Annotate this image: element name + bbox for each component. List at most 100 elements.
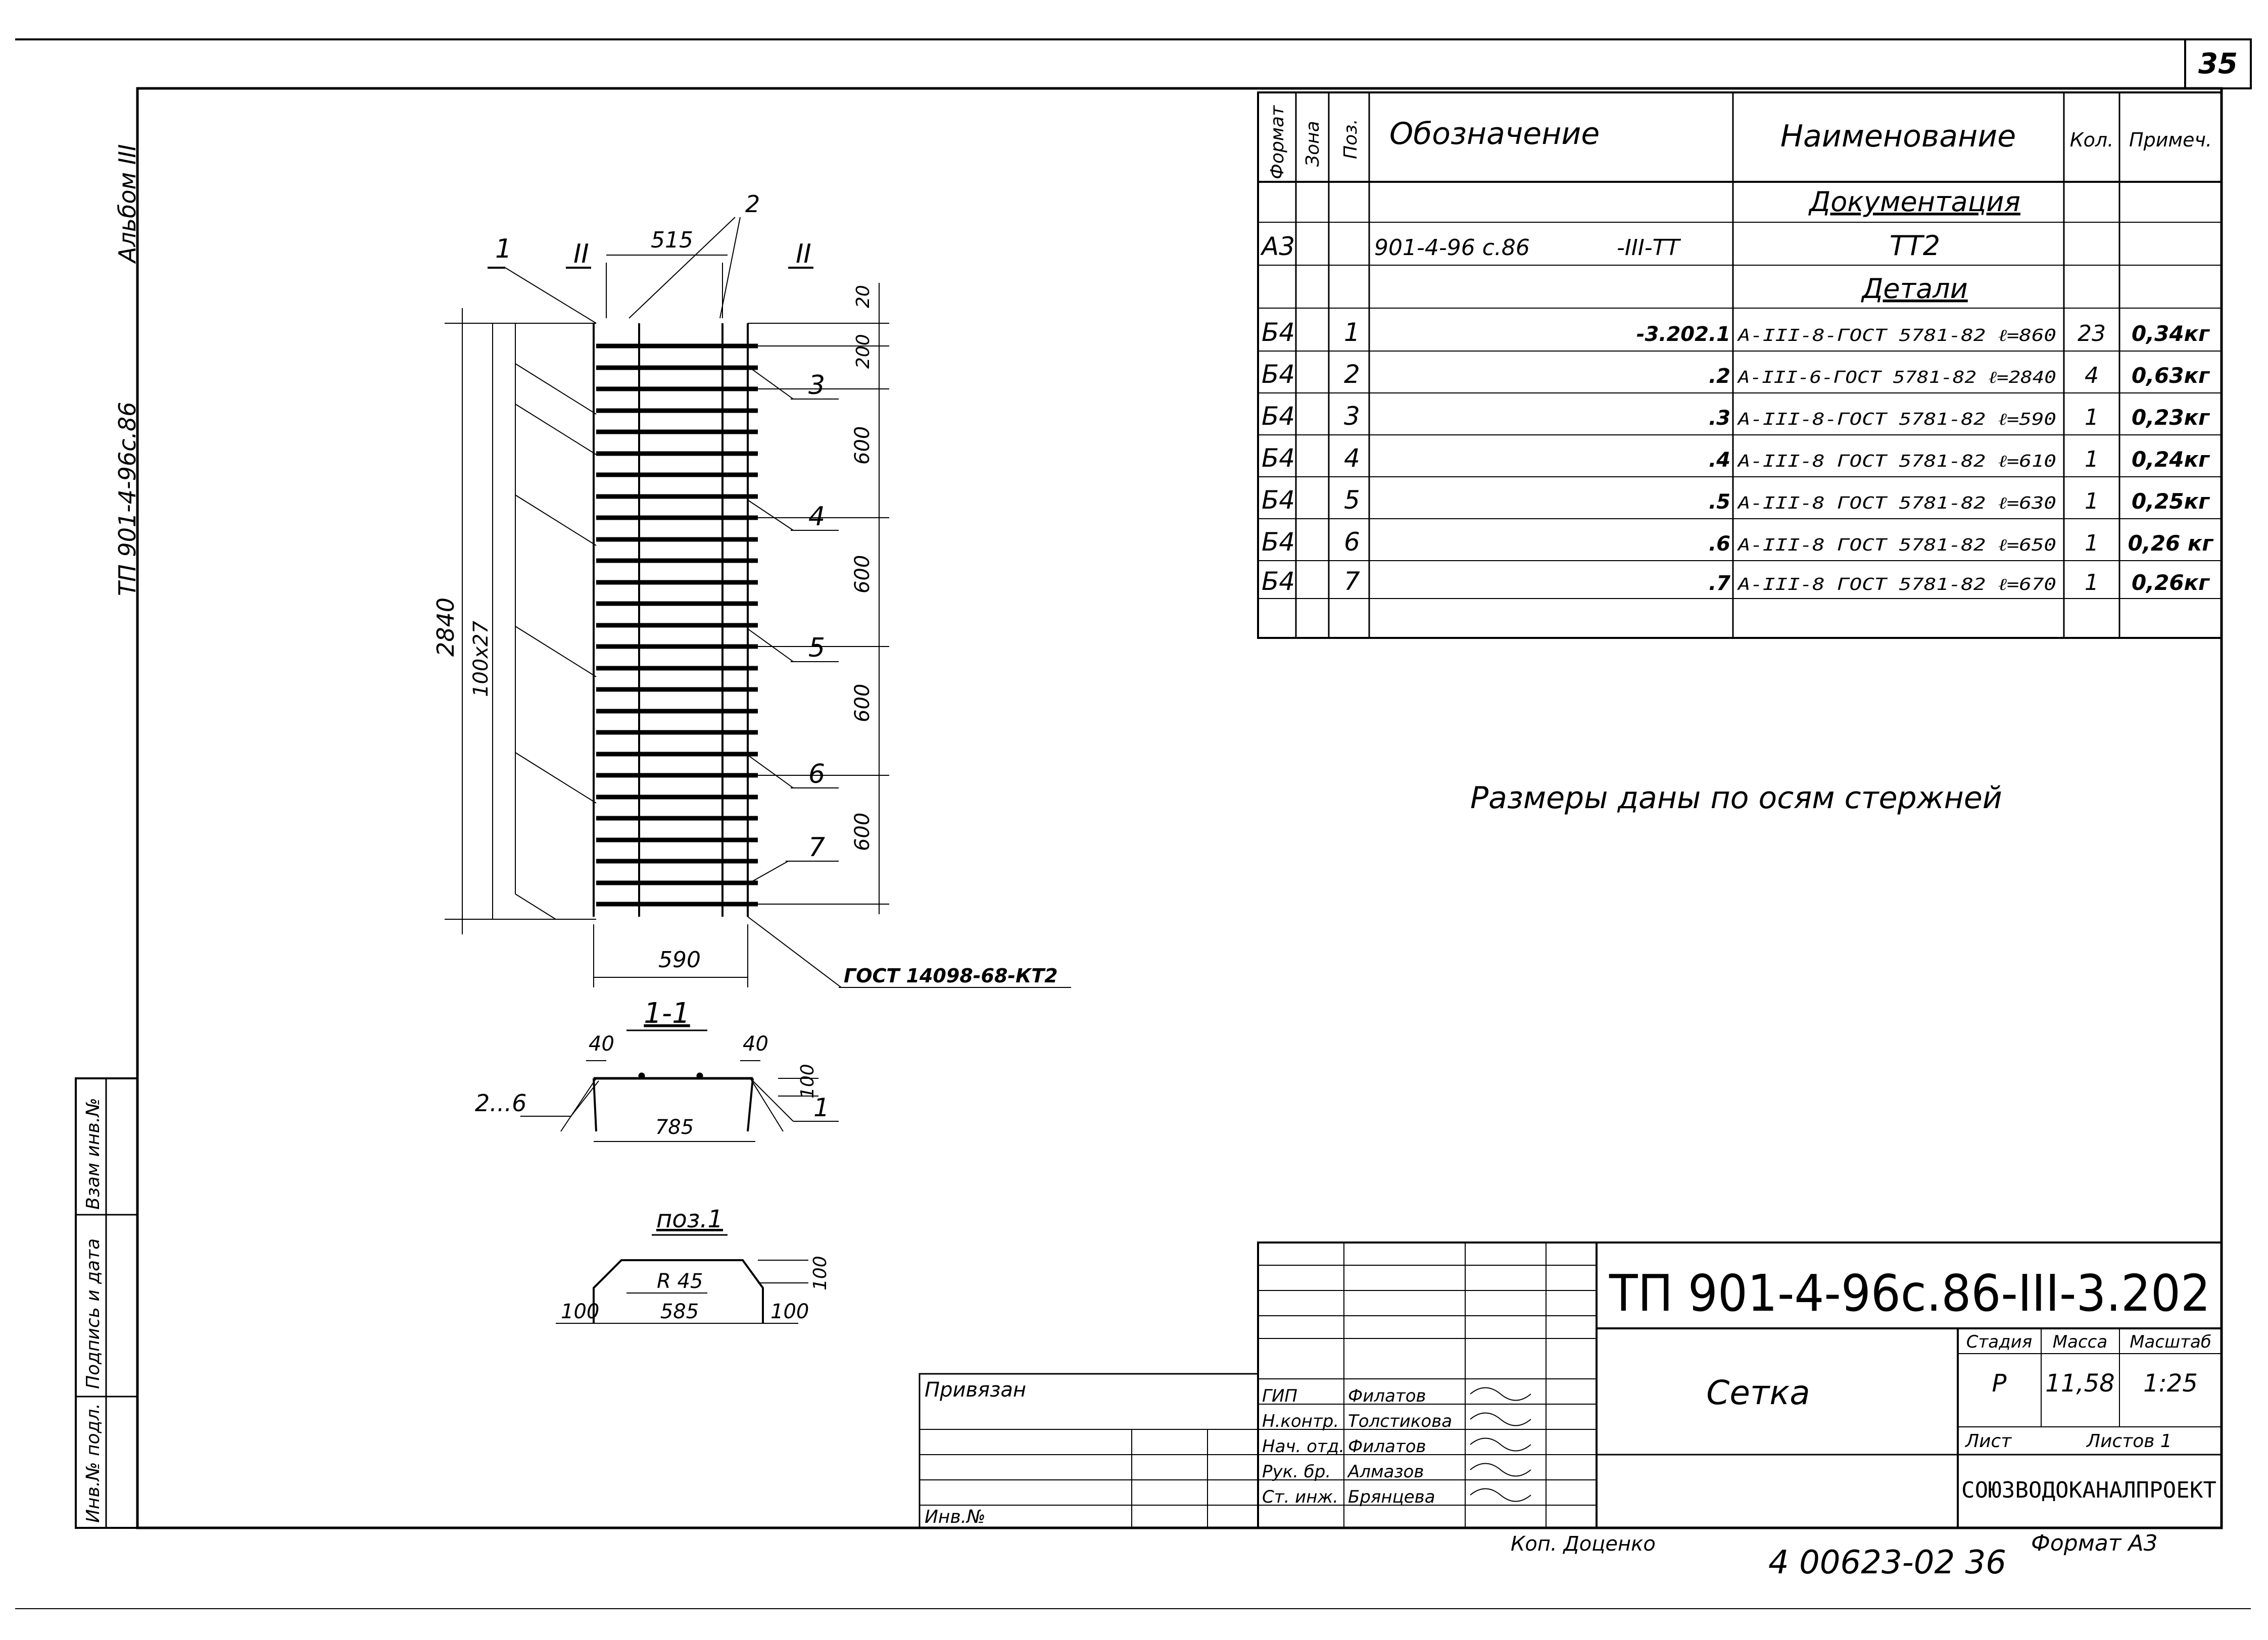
doc-row-designation-suffix: -III-ТТ (1617, 235, 1681, 261)
tb-sheets-label: Листов 1 (2086, 1431, 2172, 1452)
doc-row-designation: 901-4-96 с.86 (1374, 235, 1530, 261)
header-qty: Кол. (2070, 129, 2114, 151)
detail-row-7: Б4 7 .7 A-III-8 ГОСТ 5781-82 ℓ=670 1 0,2… (1262, 567, 2210, 596)
tb-inv: Инв.№ (925, 1507, 986, 1527)
tb-attached: Привязан (925, 1378, 1026, 1402)
row-qty: 1 (2085, 570, 2099, 595)
callout-2: 2 (745, 190, 760, 218)
left-margin: Альбом III ТП 901-4-96с.86 Инв.№ подл. П… (75, 144, 141, 1529)
section-1-1-view (520, 1029, 839, 1142)
tb-scale-label: Масштаб (2130, 1332, 2211, 1352)
sec-dim-right-top: 40 (743, 1032, 768, 1056)
pos1-radius: R 45 (657, 1270, 703, 1293)
row-note: 0,26кг (2132, 570, 2210, 595)
row-pos: 3 (1344, 402, 1360, 431)
dim-segment-3: 600 (851, 684, 874, 722)
pos1-middle: 585 (660, 1300, 699, 1323)
dim-first-gap: 200 (853, 334, 874, 369)
section-details: Детали (1861, 273, 1968, 305)
album-label: Альбом III (114, 144, 141, 264)
section-1-1-title: 1-1 (644, 997, 690, 1030)
header-designation: Обозначение (1389, 116, 1600, 152)
callout-3: 3 (808, 370, 825, 401)
tb-sheet-label: Лист (1964, 1431, 2012, 1452)
row-name: A-III-8 ГОСТ 5781-82 ℓ=670 (1737, 574, 2056, 594)
row-name: A-III-8 ГОСТ 5781-82 ℓ=650 (1737, 535, 2056, 555)
section-mark-1: 1 (495, 234, 512, 264)
row-designation: .6 (1709, 532, 1730, 556)
sec-callout-2-6: 2...6 (475, 1089, 526, 1117)
row-designation: .3 (1709, 407, 1730, 430)
row-format: Б4 (1262, 443, 1295, 473)
row-format: Б4 (1262, 402, 1295, 431)
footer-archive-no: 4 00623-02 36 (1768, 1544, 2006, 1581)
dim-top-end: 20 (853, 285, 874, 308)
row-pos: 1 (1344, 318, 1360, 347)
sec-callout-1: 1 (813, 1093, 830, 1122)
row-qty: 1 (2085, 530, 2099, 556)
pos1-title: поз.1 (656, 1205, 723, 1233)
signer-name-5: Брянцева (1348, 1487, 1435, 1507)
row-pos: 7 (1344, 567, 1360, 596)
signer-role-2: Н.контр. (1262, 1411, 1339, 1431)
header-zone: Зона (1302, 121, 1323, 167)
pos1-right: 100 (770, 1300, 809, 1323)
row-note: 0,24кг (2132, 447, 2210, 472)
row-name: A-III-8-ГОСТ 5781-82 ℓ=590 (1737, 409, 2056, 429)
signer-role-3: Нач. отд. (1262, 1436, 1344, 1457)
footer-format: Формат А3 (2031, 1530, 2158, 1556)
header-name: Наименование (1780, 119, 2016, 154)
header-pos: Поз. (1340, 119, 1361, 159)
sec-dim-width: 785 (655, 1116, 694, 1139)
footer-copied: Коп. Доценко (1511, 1532, 1656, 1556)
row-name: A-III-6-ГОСТ 5781-82 ℓ=2840 (1737, 367, 2056, 387)
dim-bottom-width: 590 (658, 947, 701, 973)
sec-dim-height: 100 (797, 1064, 818, 1099)
dim-top-width: 515 (651, 227, 693, 253)
row-qty: 1 (2085, 488, 2099, 514)
tb-organization: СОЮЗВОДОКАНАЛПРОЕКТ (1961, 1477, 2216, 1503)
row-note: 0,34кг (2132, 321, 2210, 346)
title-block-grid (919, 1241, 2223, 1529)
callout-6: 6 (808, 759, 825, 789)
doc-row-name: ТТ2 (1890, 230, 1940, 262)
callout-7: 7 (808, 832, 825, 863)
detail-row-4: Б4 4 .4 A-III-8 ГОСТ 5781-82 ℓ=610 1 0,2… (1262, 443, 2210, 473)
dim-segment-1: 600 (851, 426, 874, 465)
tb-mass-label: Масса (2053, 1332, 2107, 1352)
dim-segment-2: 600 (851, 555, 874, 593)
pos1-height: 100 (810, 1256, 831, 1290)
row-note: 0,26 кг (2128, 531, 2214, 556)
detail-row-3: Б4 3 .3 A-III-8-ГОСТ 5781-82 ℓ=590 1 0,2… (1262, 402, 2210, 431)
margin-project-code: ТП 901-4-96с.86 (114, 402, 141, 596)
tb-scale: 1:25 (2143, 1369, 2198, 1398)
detail-row-6: Б4 6 .6 A-III-8 ГОСТ 5781-82 ℓ=650 1 0,2… (1262, 527, 2214, 557)
sec-dim-left-top: 40 (589, 1032, 614, 1056)
signer-role-5: Ст. инж. (1262, 1487, 1338, 1507)
weld-note: ГОСТ 14098-68-КТ2 (844, 965, 1058, 987)
tb-stage-label: Стадия (1966, 1332, 2032, 1352)
spec-table (1257, 91, 2223, 639)
page-number: 35 (2198, 47, 2238, 80)
row-format: Б4 (1262, 485, 1295, 515)
row-note: 0,25кг (2132, 489, 2210, 514)
signer-name-4: Алмазов (1347, 1462, 1424, 1482)
detail-row-5: Б4 5 .5 A-III-8 ГОСТ 5781-82 ℓ=630 1 0,2… (1262, 485, 2210, 515)
header-note: Примеч. (2129, 129, 2212, 151)
row-pos: 2 (1344, 360, 1360, 389)
tb-mass: 11,58 (2045, 1369, 2114, 1398)
dim-segment-4: 600 (851, 813, 874, 851)
row-designation: .2 (1709, 365, 1730, 388)
tb-code: ТП 901-4-96с.86-III-3.202 (1609, 1264, 2210, 1323)
row-qty: 1 (2085, 446, 2099, 472)
dim-total-height: 2840 (432, 598, 459, 657)
section-documentation: Документация (1808, 186, 2020, 218)
row-qty: 1 (2085, 405, 2099, 430)
signer-role-1: ГИП (1262, 1386, 1297, 1406)
mesh-main-view (445, 217, 1071, 988)
margin-field-signature: Подпись и дата (83, 1238, 104, 1389)
section-mark-2-right: II (796, 239, 811, 269)
row-pos: 4 (1344, 443, 1360, 473)
note-dimensions: Размеры даны по осям стержней (1470, 780, 2002, 816)
